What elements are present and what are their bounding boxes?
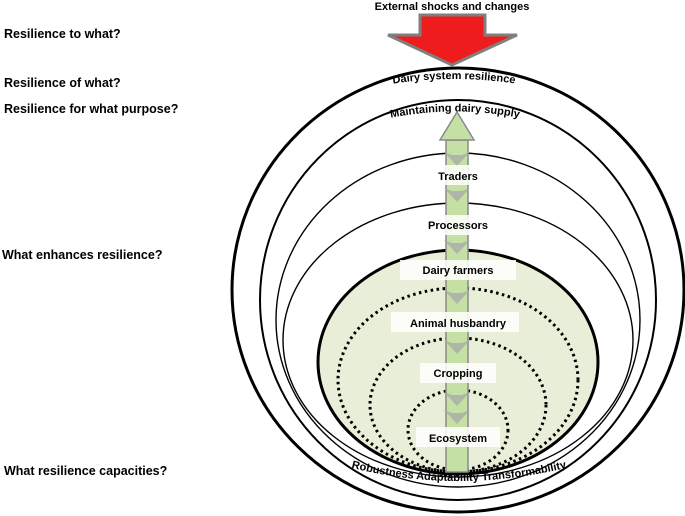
- inner-chevron-arrows: [444, 152, 470, 424]
- ecosystem-label: Ecosystem: [429, 433, 487, 445]
- processors-label-box: [417, 215, 499, 235]
- ecosystem-label-box: [416, 427, 500, 447]
- inner-chevron: [444, 240, 470, 254]
- inner-chevron: [444, 290, 470, 304]
- shock-label: External shocks and changes: [375, 1, 530, 13]
- inner-chevron: [444, 340, 470, 354]
- question-resilience-capacities: What resilience capacities?: [4, 464, 168, 478]
- dairy-farmers-label-box: [400, 260, 516, 280]
- inner-chevron: [444, 410, 470, 424]
- dairy-system-ellipse: [230, 66, 685, 514]
- cropping-label-box: [420, 363, 496, 383]
- dairy-system-label: Dairy system resilience: [392, 70, 517, 87]
- traders-label-box: [426, 165, 488, 185]
- purpose-ellipse: [259, 99, 657, 501]
- dairy-farmers-label: Dairy farmers: [423, 265, 494, 277]
- animal-husbandry-label: Animal husbandry: [410, 318, 507, 330]
- inner-chevron: [444, 188, 470, 202]
- question-resilience-of-what: Resilience of what?: [4, 76, 121, 90]
- question-resilience-for-purpose: Resilience for what purpose?: [4, 102, 179, 116]
- animal-husbandry-ellipse: [336, 286, 580, 474]
- shock-arrow: [387, 13, 518, 67]
- traders-label: Traders: [438, 171, 478, 183]
- question-what-enhances-resilience: What enhances resilience?: [2, 248, 163, 262]
- inner-chevron: [444, 152, 470, 166]
- cropping-label: Cropping: [434, 368, 483, 380]
- inner-chevron: [444, 392, 470, 406]
- processors-label: Processors: [428, 220, 488, 232]
- question-resilience-to-what: Resilience to what?: [4, 27, 121, 41]
- animal-husbandry-label-box: [391, 312, 519, 332]
